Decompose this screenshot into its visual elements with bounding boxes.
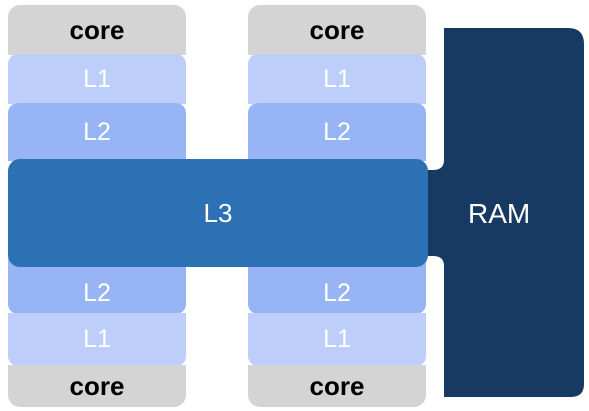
- core-top-left: core: [8, 5, 186, 55]
- l2-top-left: L2: [8, 103, 186, 161]
- l2-top-right: L2: [248, 103, 426, 161]
- l1-bottom-right: L1: [248, 313, 426, 366]
- l2-bottom-left: L2: [8, 258, 186, 314]
- l2-bottom-right: L2: [248, 258, 426, 314]
- l1-top-right: L1: [248, 54, 426, 104]
- ram-label: RAM: [468, 198, 531, 229]
- l1-top-left: L1: [8, 54, 186, 104]
- core-bottom-right: core: [248, 365, 426, 407]
- core-bottom-left: core: [8, 365, 186, 407]
- l1-bottom-left: L1: [8, 313, 186, 366]
- l3-cache: L3: [8, 159, 428, 267]
- core-top-right: core: [248, 5, 426, 55]
